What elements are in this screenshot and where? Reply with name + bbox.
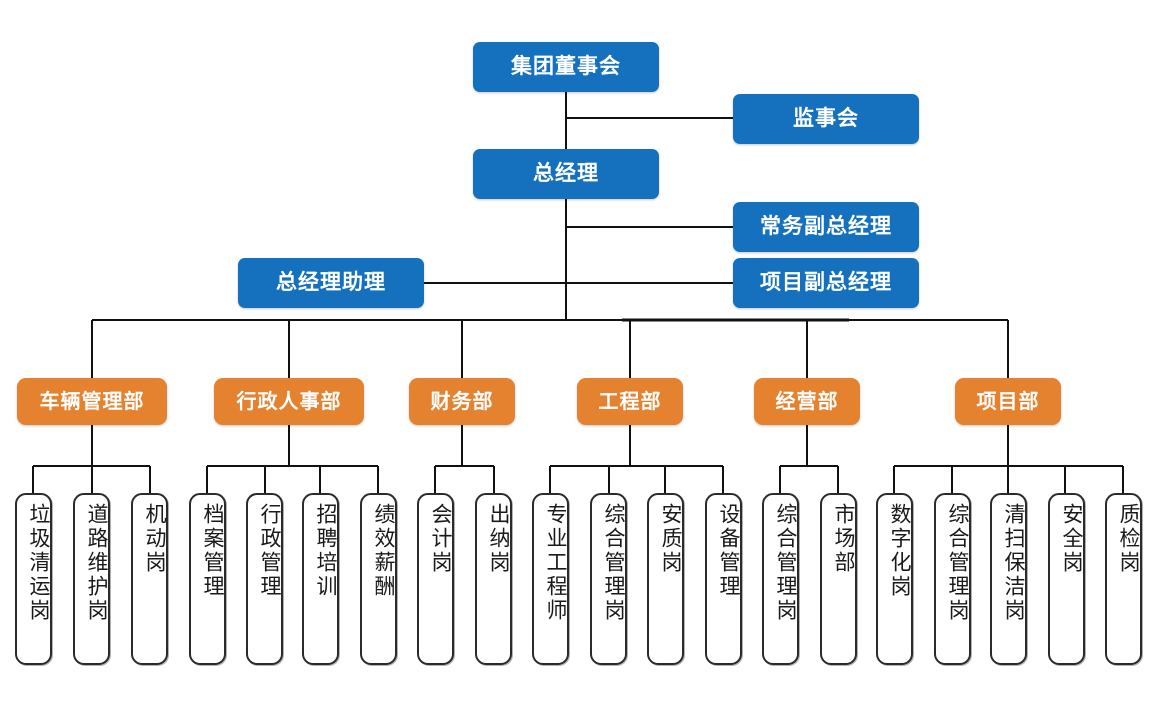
node-post-accounting[interactable]: 会计岗 (417, 493, 454, 665)
node-post-recruitment-training[interactable]: 招聘培训 (302, 493, 339, 665)
node-post-cashier[interactable]: 出纳岗 (475, 493, 512, 665)
node-post-road-maintenance[interactable]: 道路维护岗 (73, 493, 110, 665)
node-department-finance[interactable]: 财务部 (409, 378, 515, 425)
node-post-digitalization[interactable]: 数字化岗 (876, 493, 913, 665)
node-executive-deputy-gm[interactable]: 常务副总经理 (733, 202, 919, 252)
node-gm-assistant[interactable]: 总经理助理 (238, 258, 424, 308)
node-post-administration[interactable]: 行政管理 (246, 493, 283, 665)
node-post-performance-compensation[interactable]: 绩效薪酬 (360, 493, 397, 665)
node-post-safety-quality[interactable]: 安质岗 (647, 493, 684, 665)
node-post-equipment-management[interactable]: 设备管理 (705, 493, 742, 665)
node-department-vehicle[interactable]: 车辆管理部 (17, 378, 167, 425)
node-post-professional-engineer[interactable]: 专业工程师 (532, 493, 569, 665)
node-department-project[interactable]: 项目部 (955, 378, 1061, 425)
node-general-manager[interactable]: 总经理 (473, 149, 659, 199)
node-post-project-general-management[interactable]: 综合管理岗 (934, 493, 971, 665)
node-post-operations-general-management[interactable]: 综合管理岗 (762, 493, 799, 665)
node-post-safety[interactable]: 安全岗 (1048, 493, 1085, 665)
node-post-marketing[interactable]: 市场部 (820, 493, 857, 665)
node-post-cleaning-sanitation[interactable]: 清扫保洁岗 (990, 493, 1027, 665)
node-post-archive-management[interactable]: 档案管理 (189, 493, 226, 665)
node-post-garbage-transport[interactable]: 垃圾清运岗 (15, 493, 52, 665)
node-department-admin-hr[interactable]: 行政人事部 (214, 378, 364, 425)
node-supervisory-board[interactable]: 监事会 (733, 94, 919, 144)
node-project-deputy-gm[interactable]: 项目副总经理 (733, 258, 919, 308)
node-post-engineering-general-management[interactable]: 综合管理岗 (590, 493, 627, 665)
node-post-quality-inspection[interactable]: 质检岗 (1105, 493, 1142, 665)
node-department-operations[interactable]: 经营部 (754, 378, 860, 425)
node-board[interactable]: 集团董事会 (473, 42, 659, 92)
node-department-engineering[interactable]: 工程部 (577, 378, 683, 425)
node-post-mobile-duty[interactable]: 机动岗 (131, 493, 168, 665)
